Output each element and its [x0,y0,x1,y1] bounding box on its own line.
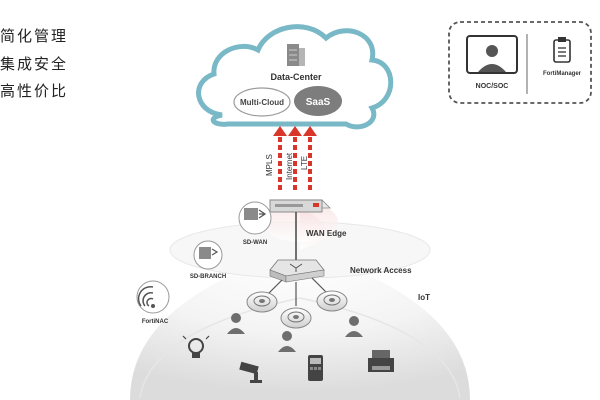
clipboard-icon [553,37,571,63]
slogan-cost-effective: 高性价比 [0,82,69,100]
fortinac-label: FortiNAC [142,319,169,325]
network-access-label: Network Access [350,266,412,275]
lte-arrow [303,126,317,190]
multi-cloud-label: Multi-Cloud [240,98,284,107]
security-camera-icon [239,361,262,383]
mpls-label: MPLS [265,154,274,176]
user-icon [227,313,245,334]
multi-cloud-bubble [233,87,291,117]
fortinac-icon [136,280,170,314]
sd-branch-icon [193,240,223,270]
saas-bubble [294,86,342,116]
noc-soc-label: NOC/SOC [476,83,509,90]
saas-label: SaaS [306,97,331,108]
lte-label: LTE [300,156,309,170]
user-icon [278,331,296,352]
sd-branch-label: SD-BRANCH [190,274,226,280]
mpls-arrow [273,126,287,190]
slogan-integrated-security: 集成安全 [0,55,69,73]
sd-wan-icon [238,201,272,235]
access-point-icon [246,291,278,313]
data-center-label: Data-Center [270,72,322,82]
lightbulb-icon [182,335,210,358]
user-icon [345,316,363,337]
printer-icon [368,350,394,372]
wan-edge-label: WAN Edge [306,229,347,238]
uplink-arrows [273,126,317,190]
payment-terminal-icon [308,355,323,381]
switch-icon [269,259,325,283]
slogan-simplified-management: 简化管理 [0,27,69,45]
internet-arrow [288,126,302,190]
access-point-icon [316,290,348,312]
wan-edge-appliance-icon [269,199,331,213]
noc-soc-icon [466,35,518,74]
data-center-icon [287,44,305,66]
internet-label: Internet [285,152,294,180]
access-point-icon [280,307,312,329]
iot-label: IoT [418,293,430,302]
fortimanager-label: FortiManager [543,71,582,77]
sd-wan-label: SD-WAN [243,240,267,246]
